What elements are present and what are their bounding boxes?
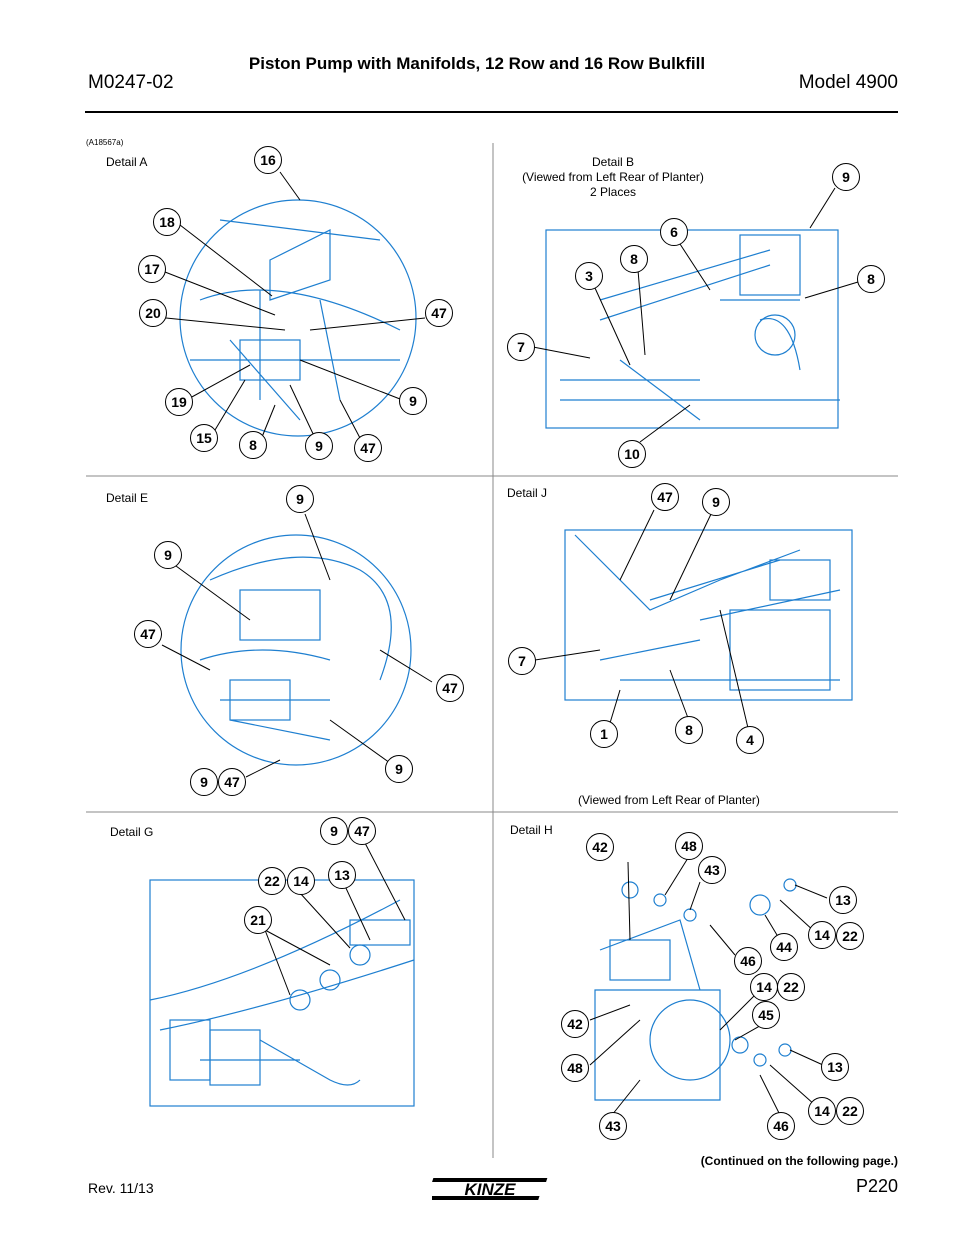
callout: 42	[586, 833, 614, 861]
callout: 9	[385, 755, 413, 783]
callout: 48	[561, 1054, 589, 1082]
callout: 22	[836, 922, 864, 950]
doc-number: M0247-02	[88, 72, 174, 93]
callout: 22	[777, 973, 805, 1001]
callout: 9	[399, 387, 427, 415]
detail-h-label: Detail H	[510, 823, 553, 837]
callout: 6	[660, 218, 688, 246]
detail-b-label-line: 2 Places	[589, 185, 637, 199]
detail-a-label: Detail A	[106, 155, 148, 169]
callout: 8	[620, 245, 648, 273]
callout: 14	[287, 867, 315, 895]
callout: 8	[675, 716, 703, 744]
callout: 15	[190, 424, 218, 452]
callout: 9	[320, 817, 348, 845]
callout: 44	[770, 933, 798, 961]
callout: 9	[286, 485, 314, 513]
callout: 9	[154, 541, 182, 569]
continued-note: (Continued on the following page.)	[700, 1154, 898, 1168]
kinze-logo-text: KINZE	[465, 1180, 517, 1199]
detail-j-label: Detail J	[507, 486, 548, 500]
callout: 9	[190, 768, 218, 796]
callout: 47	[354, 434, 382, 462]
callout: 10	[618, 440, 646, 468]
callout: 47	[651, 483, 679, 511]
detail-b-label: Detail B (Viewed from Left Rear of Plant…	[493, 155, 733, 200]
callout: 48	[675, 832, 703, 860]
callout: 1	[590, 720, 618, 748]
detail-g-label: Detail G	[110, 825, 154, 839]
callout: 4	[736, 726, 764, 754]
callout: 17	[138, 255, 166, 283]
callout: 9	[832, 163, 860, 191]
callout: 20	[139, 299, 167, 327]
callout: 13	[821, 1053, 849, 1081]
callout: 47	[218, 768, 246, 796]
callout: 22	[258, 867, 286, 895]
callout: 8	[857, 265, 885, 293]
callout: 46	[734, 947, 762, 975]
callout: 47	[436, 674, 464, 702]
callout: 47	[425, 299, 453, 327]
callout: 14	[808, 1097, 836, 1125]
callout: 13	[328, 861, 356, 889]
callout: 43	[599, 1112, 627, 1140]
header-rule	[85, 111, 898, 113]
callout: 13	[829, 886, 857, 914]
page-title: Piston Pump with Manifolds, 12 Row and 1…	[248, 54, 706, 73]
callout: 21	[244, 906, 272, 934]
callout: 9	[702, 488, 730, 516]
callout: 43	[698, 856, 726, 884]
callout: 7	[507, 333, 535, 361]
page-number: P220	[855, 1176, 898, 1196]
callout: 22	[836, 1097, 864, 1125]
callout: 3	[575, 262, 603, 290]
callout: 14	[750, 973, 778, 1001]
detail-e-label: Detail E	[106, 491, 149, 505]
model-label: Model 4900	[798, 72, 898, 93]
callout: 16	[254, 146, 282, 174]
detail-b-label-line: (Viewed from Left Rear of Planter)	[522, 170, 704, 184]
callout: 14	[808, 921, 836, 949]
kinze-logo: KINZE	[432, 1178, 548, 1200]
callout: 8	[239, 431, 267, 459]
callout: 19	[165, 388, 193, 416]
revision-label: Rev. 11/13	[88, 1180, 154, 1196]
callout: 46	[767, 1112, 795, 1140]
callout: 42	[561, 1010, 589, 1038]
detail-b-label-line: Detail B	[591, 155, 635, 169]
callout: 45	[752, 1001, 780, 1029]
callout: 47	[348, 817, 376, 845]
callout: 9	[305, 432, 333, 460]
figure-id: (A18567a)	[86, 138, 124, 147]
detail-j-caption: (Viewed from Left Rear of Planter)	[578, 793, 760, 807]
callout: 7	[508, 647, 536, 675]
callout: 18	[153, 208, 181, 236]
callout: 47	[134, 620, 162, 648]
